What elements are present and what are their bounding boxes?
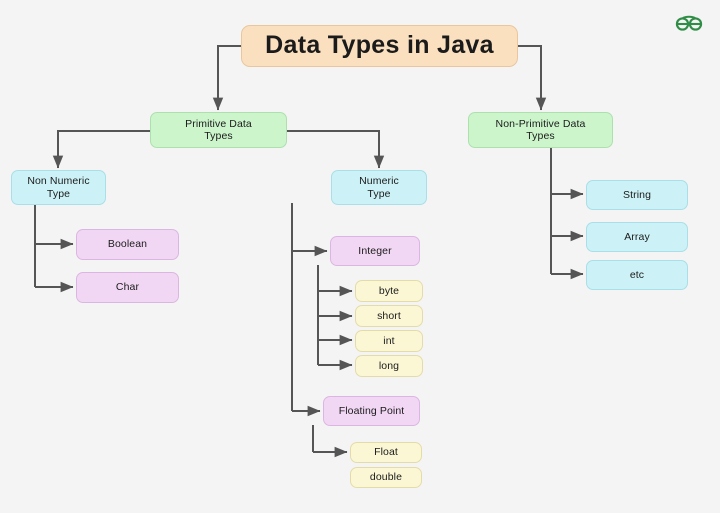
- geeksforgeeks-logo: [675, 15, 703, 31]
- node-etc: etc: [586, 260, 688, 290]
- node-boolean: Boolean: [76, 229, 179, 260]
- node-numeric-type: Numeric Type: [331, 170, 427, 205]
- node-primitive-data-types: Primitive Data Types: [150, 112, 287, 148]
- node-integer: Integer: [330, 236, 420, 266]
- node-floating-point: Floating Point: [323, 396, 420, 426]
- node-byte: byte: [355, 280, 423, 302]
- node-int: int: [355, 330, 423, 352]
- node-array: Array: [586, 222, 688, 252]
- node-long: long: [355, 355, 423, 377]
- node-non-numeric-type: Non Numeric Type: [11, 170, 106, 205]
- node-char: Char: [76, 272, 179, 303]
- node-float: Float: [350, 442, 422, 463]
- node-double: double: [350, 467, 422, 488]
- node-short: short: [355, 305, 423, 327]
- node-non-primitive-data-types: Non-Primitive Data Types: [468, 112, 613, 148]
- node-string: String: [586, 180, 688, 210]
- diagram-title-node: Data Types in Java: [241, 25, 518, 67]
